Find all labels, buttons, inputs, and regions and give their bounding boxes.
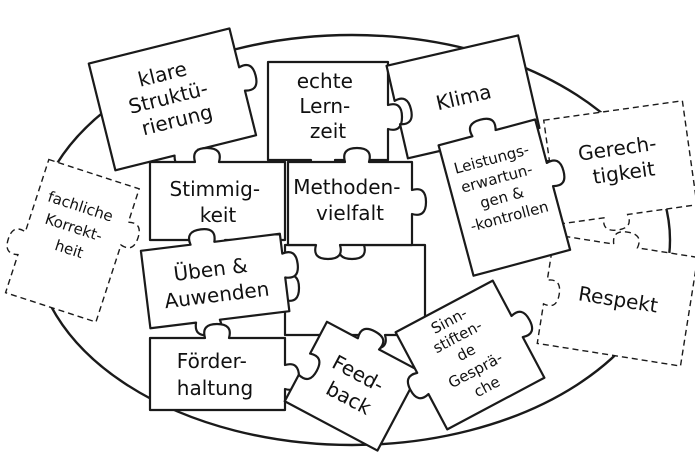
label-methodenvielfalt: Methoden- vielfalt [293,175,407,225]
label-line: Lern- [299,94,350,118]
piece-fachliche-korrektheit: fachliche Korrekt- heit [4,158,141,323]
piece-klare-strukturierung: klare Struktü- rierung [87,27,258,172]
label-line: Methoden- [293,175,400,199]
piece-stimmigkeit: Stimmig- keit [148,146,287,256]
piece-leistungserwartungen: Leistungs- erwartun- gen & -kontrollen [437,117,572,277]
label-line: haltung [177,376,253,400]
label-line: zeit [310,119,346,143]
label-line: keit [200,203,237,227]
label-stimmigkeit: Stimmig- keit [170,177,267,227]
piece-respekt: Respekt [536,231,695,367]
piece-sinnstiftende-gespraeche: Sinn- stiften- de Gesprä- che [394,279,546,431]
label-line: vielfalt [316,201,384,225]
piece-foerderhaltung: Förder- haltung [148,322,301,412]
piece-gerechtigkeit: Gerech- tigkeit [536,99,695,231]
piece-ueben-anwenden: Üben & Auwenden [139,228,299,337]
label-echte-lernzeit: echte Lern- zeit [297,69,359,143]
piece-echte-lernzeit: echte Lern- zeit [266,60,404,176]
label-line: Förder- [177,349,247,373]
label-line: Stimmig- [170,177,261,201]
label-foerderhaltung: Förder- haltung [177,349,253,400]
piece-feedback: Feed- back [283,320,421,452]
label-line: echte [297,69,353,93]
piece-methodenvielfalt: Methoden- vielfalt [286,146,428,261]
